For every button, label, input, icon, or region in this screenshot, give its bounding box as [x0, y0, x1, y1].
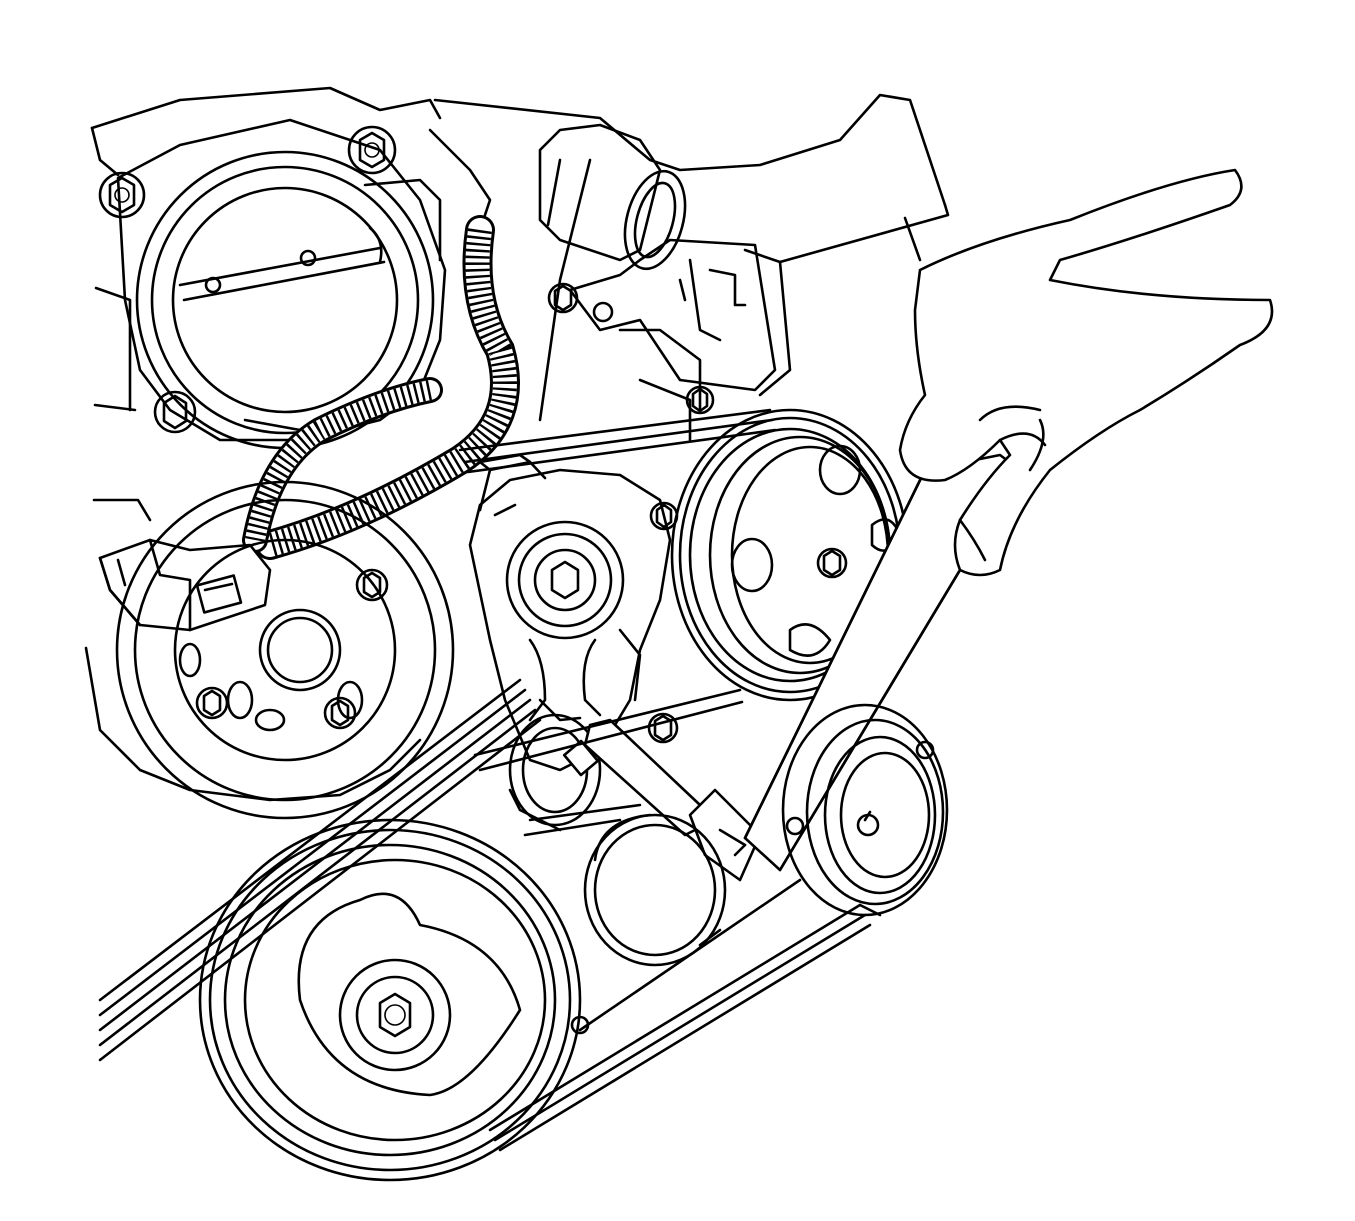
- pulley-bolt-2: [195, 686, 229, 720]
- bolt-left-upper: [98, 171, 146, 219]
- pulley-bolt-1: [355, 568, 389, 602]
- bolt-top-right: [347, 125, 397, 175]
- bolt-bracket-lower: [685, 385, 715, 415]
- water-pump-pulley: [583, 813, 727, 967]
- idler-pulley-right: [781, 703, 949, 917]
- crankshaft-pulley: [198, 818, 582, 1182]
- coolant-pipe: [538, 123, 687, 271]
- mounting-bracket: [568, 238, 777, 392]
- serpentine-belt: [98, 408, 872, 1152]
- idler-area-bolt: [649, 501, 679, 531]
- pulley-bolt-3: [323, 696, 357, 730]
- lower-mount-bolt: [647, 712, 679, 744]
- wiring-harness: [242, 215, 520, 560]
- tensioner-base: [508, 713, 602, 832]
- bolt-left-lower: [153, 390, 197, 434]
- technician-hand: [898, 168, 1274, 577]
- electrical-connector: [98, 538, 272, 632]
